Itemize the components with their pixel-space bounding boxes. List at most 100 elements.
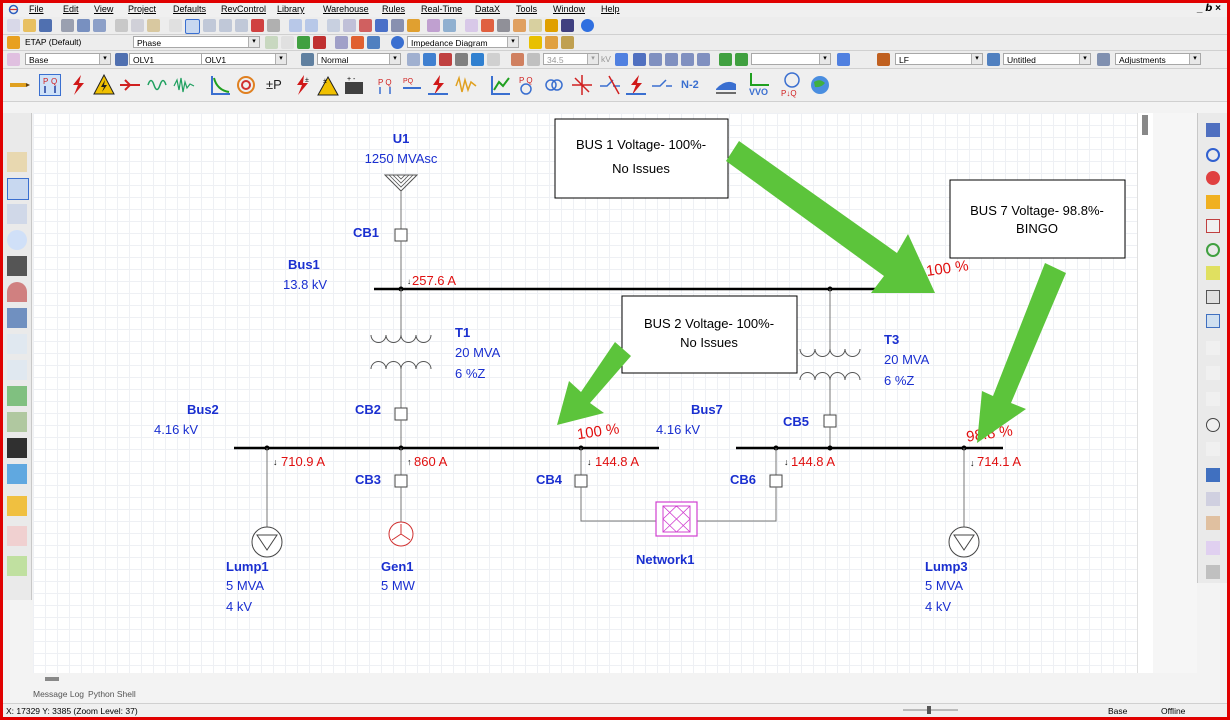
project-tree-icon[interactable]	[7, 152, 27, 172]
unbalanced-load-flow-icon[interactable]: P Q	[375, 74, 397, 96]
menu-view[interactable]: View	[94, 4, 114, 14]
vertical-scroll-thumb[interactable]	[1142, 115, 1148, 135]
window-controls[interactable]: _ 𝙗 ×	[1196, 3, 1221, 14]
control-circuit-icon[interactable]	[7, 256, 27, 276]
alert-view-icon[interactable]	[1206, 219, 1220, 233]
print-report-icon[interactable]	[1206, 565, 1220, 579]
sequence-icon[interactable]	[265, 36, 278, 49]
phase-combo[interactable]: Phase▾	[133, 36, 260, 48]
align-icon[interactable]	[335, 36, 348, 49]
fault-flash-icon[interactable]	[625, 74, 647, 96]
arrow-down-icon[interactable]	[615, 53, 628, 66]
menu-tools[interactable]: Tools	[516, 4, 538, 14]
paste-icon[interactable]	[147, 19, 160, 32]
load-flow-display-icon[interactable]	[1206, 123, 1220, 137]
zoom-out-icon[interactable]	[219, 19, 232, 32]
menu-project[interactable]: Project	[128, 4, 157, 14]
gen1-generator-symbol[interactable]	[388, 521, 414, 547]
export-a-icon[interactable]	[1206, 492, 1220, 506]
scenario-icon[interactable]	[7, 412, 27, 432]
grid-icon[interactable]	[267, 19, 280, 32]
tools-icon[interactable]	[497, 19, 510, 32]
battery-sizing-icon[interactable]: + -	[343, 74, 365, 96]
cb6-breaker[interactable]	[769, 474, 783, 488]
zoom-slider[interactable]	[903, 706, 958, 714]
unit-icon[interactable]	[1206, 341, 1220, 355]
transformer-tap-icon[interactable]	[543, 74, 565, 96]
equip-c-icon[interactable]	[439, 53, 452, 66]
cable-pulling-icon[interactable]	[7, 308, 27, 328]
optimal-power-flow-icon[interactable]: ±P	[265, 74, 287, 96]
vvo-button[interactable]: VVO	[749, 87, 769, 97]
filter-icon[interactable]	[443, 19, 456, 32]
globe-icon[interactable]	[809, 74, 831, 96]
lump3-load-symbol[interactable]	[948, 526, 980, 558]
revision-combo[interactable]: Base▾	[25, 53, 111, 65]
arc-flash-plus-icon[interactable]: ±	[317, 74, 339, 96]
redo-icon[interactable]	[305, 19, 318, 32]
link-icon[interactable]	[427, 19, 440, 32]
adjustments-combo[interactable]: Adjustments▾	[1115, 53, 1201, 65]
pq-export-icon[interactable]	[1206, 541, 1220, 555]
save-icon[interactable]	[39, 19, 52, 32]
zoom-slider-knob[interactable]	[927, 706, 931, 714]
scripting-icon[interactable]	[7, 438, 27, 458]
cb5-breaker[interactable]	[823, 414, 837, 428]
open-folder-icon[interactable]	[23, 19, 36, 32]
python-shell-tab[interactable]: Python Shell	[88, 689, 136, 699]
t3-secondary-winding[interactable]	[799, 372, 861, 381]
alert-icon[interactable]	[481, 19, 494, 32]
library-tree-icon[interactable]	[7, 496, 27, 516]
menu-rules[interactable]: Rules	[382, 4, 406, 14]
one-line-diagram-canvas[interactable]: U1 1250 MVAsc CB1 Bus1 13.8 kV ↓ 257.6 A…	[33, 113, 1137, 673]
cb3-breaker[interactable]	[394, 474, 408, 488]
pq-button[interactable]: P↓Q	[781, 89, 797, 98]
menu-window[interactable]: Window	[553, 4, 586, 14]
utility-symbol[interactable]	[383, 174, 419, 192]
pan-icon[interactable]	[169, 19, 182, 32]
menu-help[interactable]: Help	[601, 4, 620, 14]
dashboard-icon[interactable]	[1206, 314, 1220, 328]
display-options-icon[interactable]	[1206, 290, 1220, 304]
check-b-icon[interactable]	[735, 53, 748, 66]
copy-icon[interactable]	[131, 19, 144, 32]
cb2-breaker[interactable]	[394, 407, 408, 421]
star-tcc-icon[interactable]	[7, 230, 27, 250]
network-tree-icon[interactable]	[7, 526, 27, 546]
transient-stability-icon[interactable]	[173, 74, 195, 96]
stop-icon[interactable]	[1206, 171, 1220, 185]
t1-primary-winding[interactable]	[370, 334, 432, 343]
menu-library[interactable]: Library	[277, 4, 305, 14]
dc-system-icon[interactable]	[7, 334, 27, 354]
recycle-bin-icon[interactable]	[7, 464, 27, 484]
menu-edit[interactable]: Edit	[63, 4, 79, 14]
equip-b-icon[interactable]	[423, 53, 436, 66]
equip-f-icon[interactable]	[487, 53, 500, 66]
protective-coordination-icon[interactable]	[209, 74, 231, 96]
horizontal-scroll-thumb[interactable]	[45, 677, 59, 681]
motor-acceleration-icon[interactable]	[119, 74, 141, 96]
zoom-page-icon[interactable]	[251, 19, 264, 32]
underground-raceway-icon[interactable]	[7, 204, 27, 224]
connect-icon[interactable]	[529, 19, 542, 32]
edit-pen-icon[interactable]	[281, 36, 294, 49]
rail-traction-icon[interactable]	[715, 74, 737, 96]
select-tool-icon[interactable]	[185, 19, 200, 34]
lump1-load-symbol[interactable]	[251, 526, 283, 558]
ground-grid-view-icon[interactable]	[7, 282, 27, 302]
menu-realtime[interactable]: Real-Time	[421, 4, 463, 14]
equip-e-icon[interactable]	[471, 53, 484, 66]
check-a-icon[interactable]	[719, 53, 732, 66]
bus-a-icon[interactable]	[633, 53, 646, 66]
color-icon[interactable]	[351, 36, 364, 49]
panel-system-icon[interactable]	[7, 360, 27, 380]
menu-defaults[interactable]: Defaults	[173, 4, 207, 14]
palette-icon[interactable]	[465, 19, 478, 32]
reliability-icon[interactable]: ±	[291, 74, 313, 96]
contingency-icon[interactable]	[599, 74, 621, 96]
undo-icon[interactable]	[289, 19, 302, 32]
cb4-breaker[interactable]	[574, 474, 588, 488]
report-icon[interactable]	[545, 36, 558, 49]
arc-flash-icon[interactable]	[93, 74, 115, 96]
study-arrow-icon[interactable]	[837, 53, 850, 66]
